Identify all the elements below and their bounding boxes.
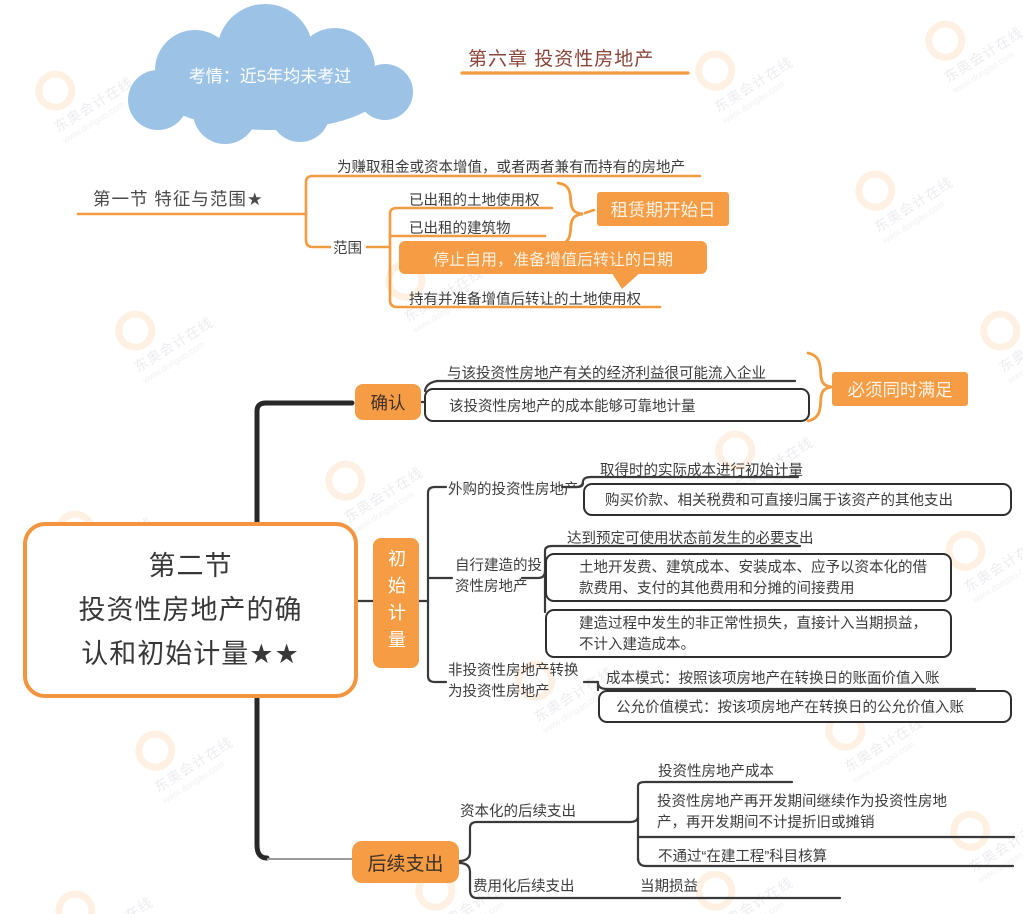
selfbuilt-item-3-text: 建造过程中发生的非正常性损失，直接计入当期损益，不计入建造成本。 bbox=[579, 616, 927, 653]
capitalized-item-3[interactable]: 不通过“在建工程”科目核算 bbox=[658, 849, 828, 865]
initial-measurement-topic[interactable]: 初始计量 bbox=[373, 538, 419, 668]
scope-item-leased-building[interactable]: 已出租的建筑物 bbox=[409, 221, 511, 237]
section2-title-line3: 认和初始计量★★ bbox=[81, 639, 300, 669]
selfbuilt-label[interactable]: 自行建造的投资性房地产 bbox=[455, 558, 542, 595]
transfer-item-fairvalue-text: 公允价值模式：按该项房地产在转换日的公允价值入账 bbox=[616, 700, 964, 716]
purchased-item-2-text: 购买价款、相关税费和可直接归属于该资产的其他支出 bbox=[605, 493, 953, 509]
cloud-shape bbox=[128, 4, 413, 144]
lease-start-badge[interactable]: 租赁期开始日 bbox=[597, 192, 729, 226]
confirm-condition-1[interactable]: 与该投资性房地产有关的经济利益很可能流入企业 bbox=[447, 366, 766, 382]
capitalized-item-2[interactable]: 投资性房地产再开发期间继续作为投资性房地产，再开发期间不计提折旧或摊销 bbox=[657, 794, 947, 831]
purchased-item-2[interactable]: 购买价款、相关税费和可直接归属于该资产的其他支出 bbox=[583, 483, 1012, 516]
chapter-title[interactable]: 第六章 投资性房地产 bbox=[468, 49, 655, 70]
scope-item-leased-land[interactable]: 已出租的土地使用权 bbox=[409, 193, 540, 209]
section2-title-line2: 投资性房地产的确 bbox=[78, 595, 303, 625]
expensed-label[interactable]: 费用化后续支出 bbox=[473, 879, 575, 895]
transfer-item-cost-model[interactable]: 成本模式：按照该项房地产在转换日的账面价值入账 bbox=[606, 671, 940, 687]
confirm-condition-2[interactable]: 该投资性房地产的成本能够可靠地计量 bbox=[424, 388, 810, 422]
capitalized-label[interactable]: 资本化的后续支出 bbox=[460, 804, 576, 820]
capitalized-item-1[interactable]: 投资性房地产成本 bbox=[658, 764, 774, 780]
section2-title-line1: 第二节 bbox=[148, 551, 233, 581]
confirm-condition-2-text: 该投资性房地产的成本能够可靠地计量 bbox=[449, 398, 696, 415]
selfbuilt-item-1[interactable]: 达到预定可使用状态前发生的必要支出 bbox=[567, 531, 814, 547]
stop-self-use-callout[interactable]: 停止自用，准备增值后转让的日期 bbox=[399, 241, 707, 274]
selfbuilt-item-2-text: 土地开发费、建筑成本、安装成本、应予以资本化的借款费用、支付的其他费用和分摊的间… bbox=[579, 560, 927, 597]
section2-main-topic[interactable]: 第二节 投资性房地产的确 认和初始计量★★ bbox=[23, 522, 358, 698]
scope-item-held-land[interactable]: 持有并准备增值后转让的土地使用权 bbox=[409, 292, 641, 308]
confirm-topic[interactable]: 确认 bbox=[355, 384, 421, 420]
exam-note-cloud[interactable]: 考情：近5年均未考过 bbox=[188, 67, 352, 86]
section1-definition[interactable]: 为赚取租金或资本增值，或者两者兼有而持有的房地产 bbox=[337, 160, 685, 176]
callout-tail bbox=[610, 270, 643, 289]
transfer-label[interactable]: 非投资性房地产转换为投资性房地产 bbox=[448, 663, 579, 700]
initial-measurement-label: 初始计量 bbox=[386, 549, 406, 657]
section1-title[interactable]: 第一节 特征与范围★ bbox=[93, 189, 264, 209]
scope-label[interactable]: 范围 bbox=[333, 241, 362, 257]
purchased-item-1[interactable]: 取得时的实际成本进行初始计量 bbox=[600, 463, 803, 479]
transfer-item-fairvalue-model[interactable]: 公允价值模式：按该项房地产在转换日的公允价值入账 bbox=[598, 690, 1012, 723]
must-satisfy-badge[interactable]: 必须同时满足 bbox=[832, 372, 968, 406]
subsequent-expenditure-topic[interactable]: 后续支出 bbox=[352, 841, 459, 883]
expensed-item[interactable]: 当期损益 bbox=[640, 879, 698, 895]
selfbuilt-item-2[interactable]: 土地开发费、建筑成本、安装成本、应予以资本化的借款费用、支付的其他费用和分摊的间… bbox=[545, 553, 952, 602]
purchased-label[interactable]: 外购的投资性房地产 bbox=[448, 482, 579, 498]
selfbuilt-item-3[interactable]: 建造过程中发生的非正常性损失，直接计入当期损益，不计入建造成本。 bbox=[545, 609, 952, 658]
